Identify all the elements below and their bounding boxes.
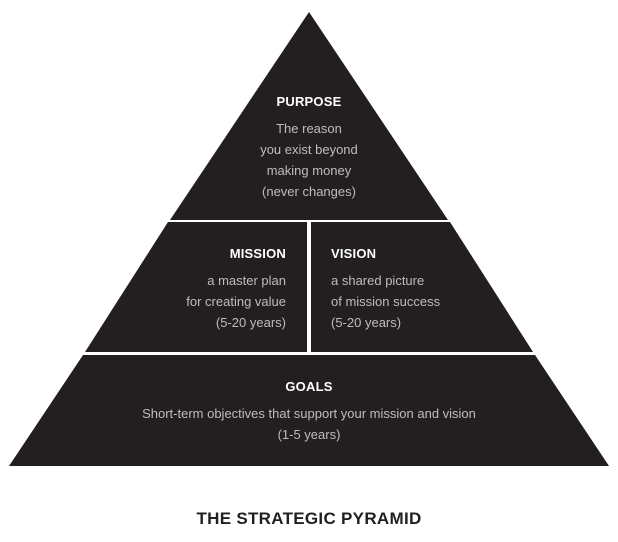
goals-description: Short-term objectives that support your … <box>59 403 559 445</box>
mission-line-3: (5-20 years) <box>215 315 286 330</box>
vision-line-2: of mission success <box>331 294 441 309</box>
purpose-heading: PURPOSE <box>276 94 342 109</box>
vision-line-1: a shared picture <box>331 273 425 288</box>
goals-heading: GOALS <box>285 379 333 394</box>
purpose-line-1: The reason <box>276 121 342 136</box>
mission-tier <box>85 222 307 352</box>
diagram-title: THE STRATEGIC PYRAMID <box>196 509 422 528</box>
mission-description: a master plan for creating value (5-20 y… <box>130 270 286 333</box>
vision-tier <box>311 222 533 352</box>
purpose-line-2: you exist beyond <box>260 142 358 157</box>
purpose-description: The reason you exist beyond making money… <box>209 118 409 202</box>
goals-line-1: Short-term objectives that support your … <box>142 406 476 421</box>
mission-line-1: a master plan <box>207 273 286 288</box>
vision-description: a shared picture of mission success (5-2… <box>331 270 491 333</box>
vision-line-3: (5-20 years) <box>331 315 402 330</box>
goals-line-2: (1-5 years) <box>277 427 341 442</box>
vision-heading: VISION <box>331 246 377 261</box>
purpose-line-4: (never changes) <box>262 184 356 199</box>
purpose-tier <box>170 12 448 220</box>
mission-heading: MISSION <box>229 246 286 261</box>
goals-tier <box>9 355 609 466</box>
mission-line-2: for creating value <box>186 294 286 309</box>
purpose-line-3: making money <box>266 163 352 178</box>
